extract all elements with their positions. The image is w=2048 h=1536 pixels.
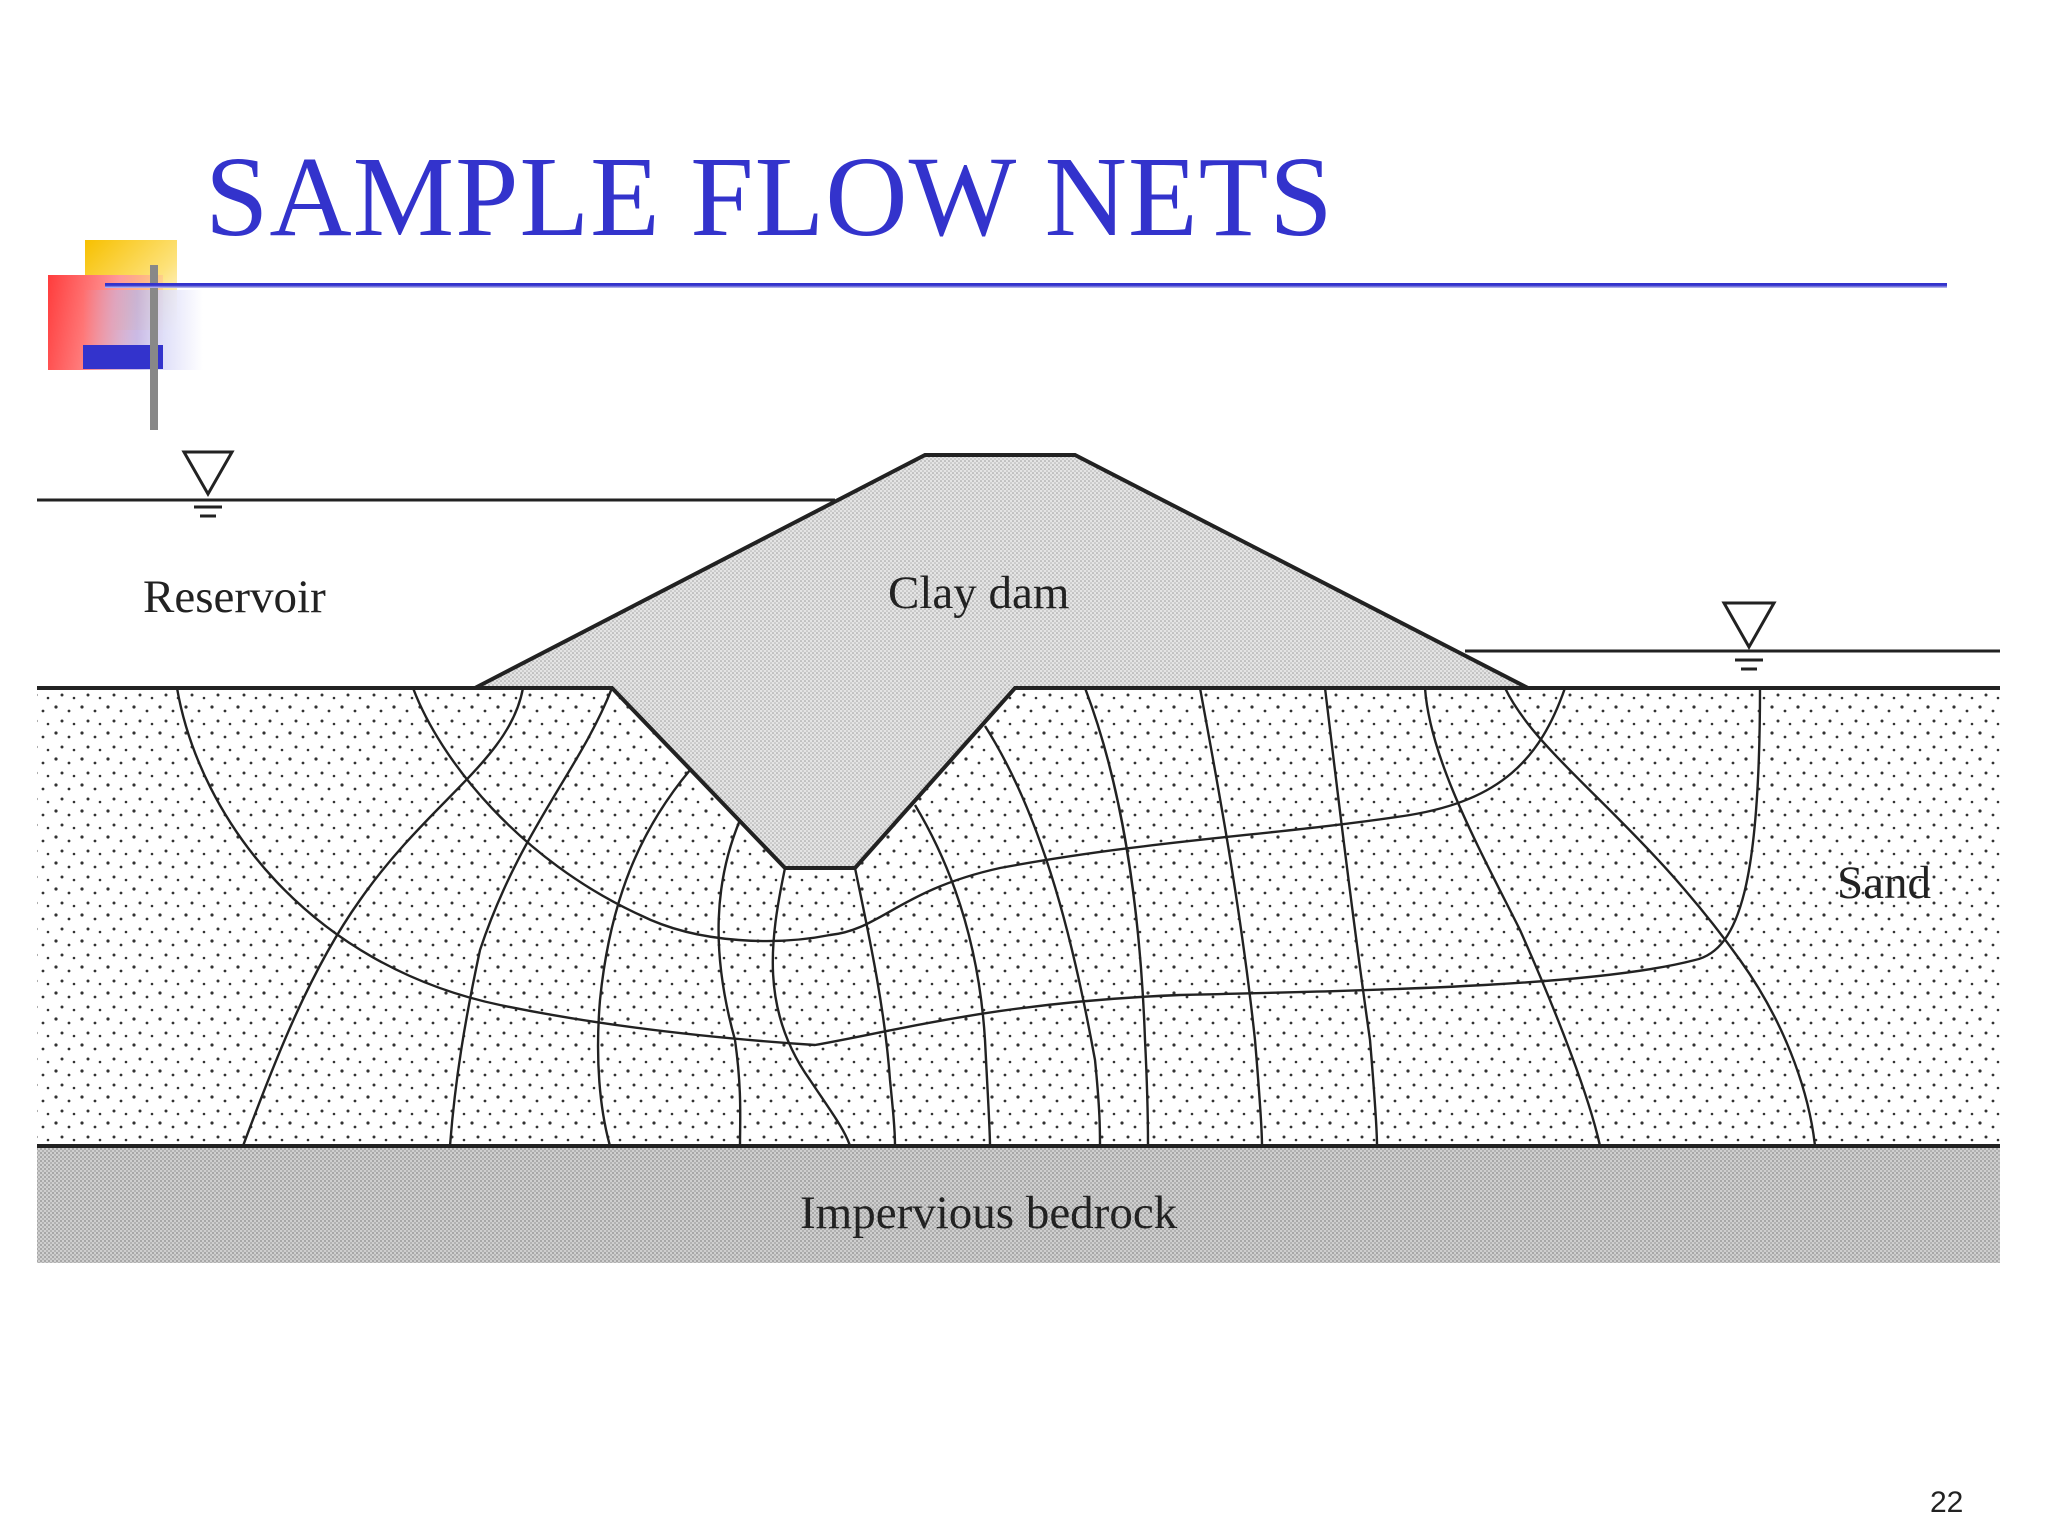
decor-vertical-line [150,265,158,430]
flow-line [411,688,1567,943]
equipotential-line [1198,688,1264,1145]
equipotential-line [448,688,614,1145]
decor-blue-bar [83,345,163,369]
sand-layer [37,688,2000,1145]
equipotential-line [771,867,852,1145]
title-underline [105,283,1947,288]
equipotential-line [1323,688,1379,1145]
equipotential-line [983,725,1102,1145]
bedrock-layer [37,1145,2000,1263]
equipotential-line [1423,688,1602,1145]
page-number: 22 [1930,1486,1964,1519]
equipotential-line [1503,688,1817,1145]
bedrock-label: Impervious bedrock [800,1187,1178,1239]
water-level-triangle-icon [181,450,235,518]
sand-label: Sand [1837,857,1931,909]
equipotential-line [913,804,992,1145]
reservoir-label: Reservoir [143,571,326,623]
equipotential-line [717,819,742,1145]
slide-title: SAMPLE FLOW NETS [205,133,1334,260]
equipotential-line [596,769,691,1145]
equipotential-line [853,867,897,1145]
clay-dam [474,453,1529,870]
water-level-triangle-icon [1721,601,1777,671]
flow-line [175,688,1762,1047]
equipotential-line [241,688,525,1145]
flow-net [175,688,1817,1145]
clay-dam-label: Clay dam [888,567,1069,619]
equipotential-line [1083,688,1150,1145]
